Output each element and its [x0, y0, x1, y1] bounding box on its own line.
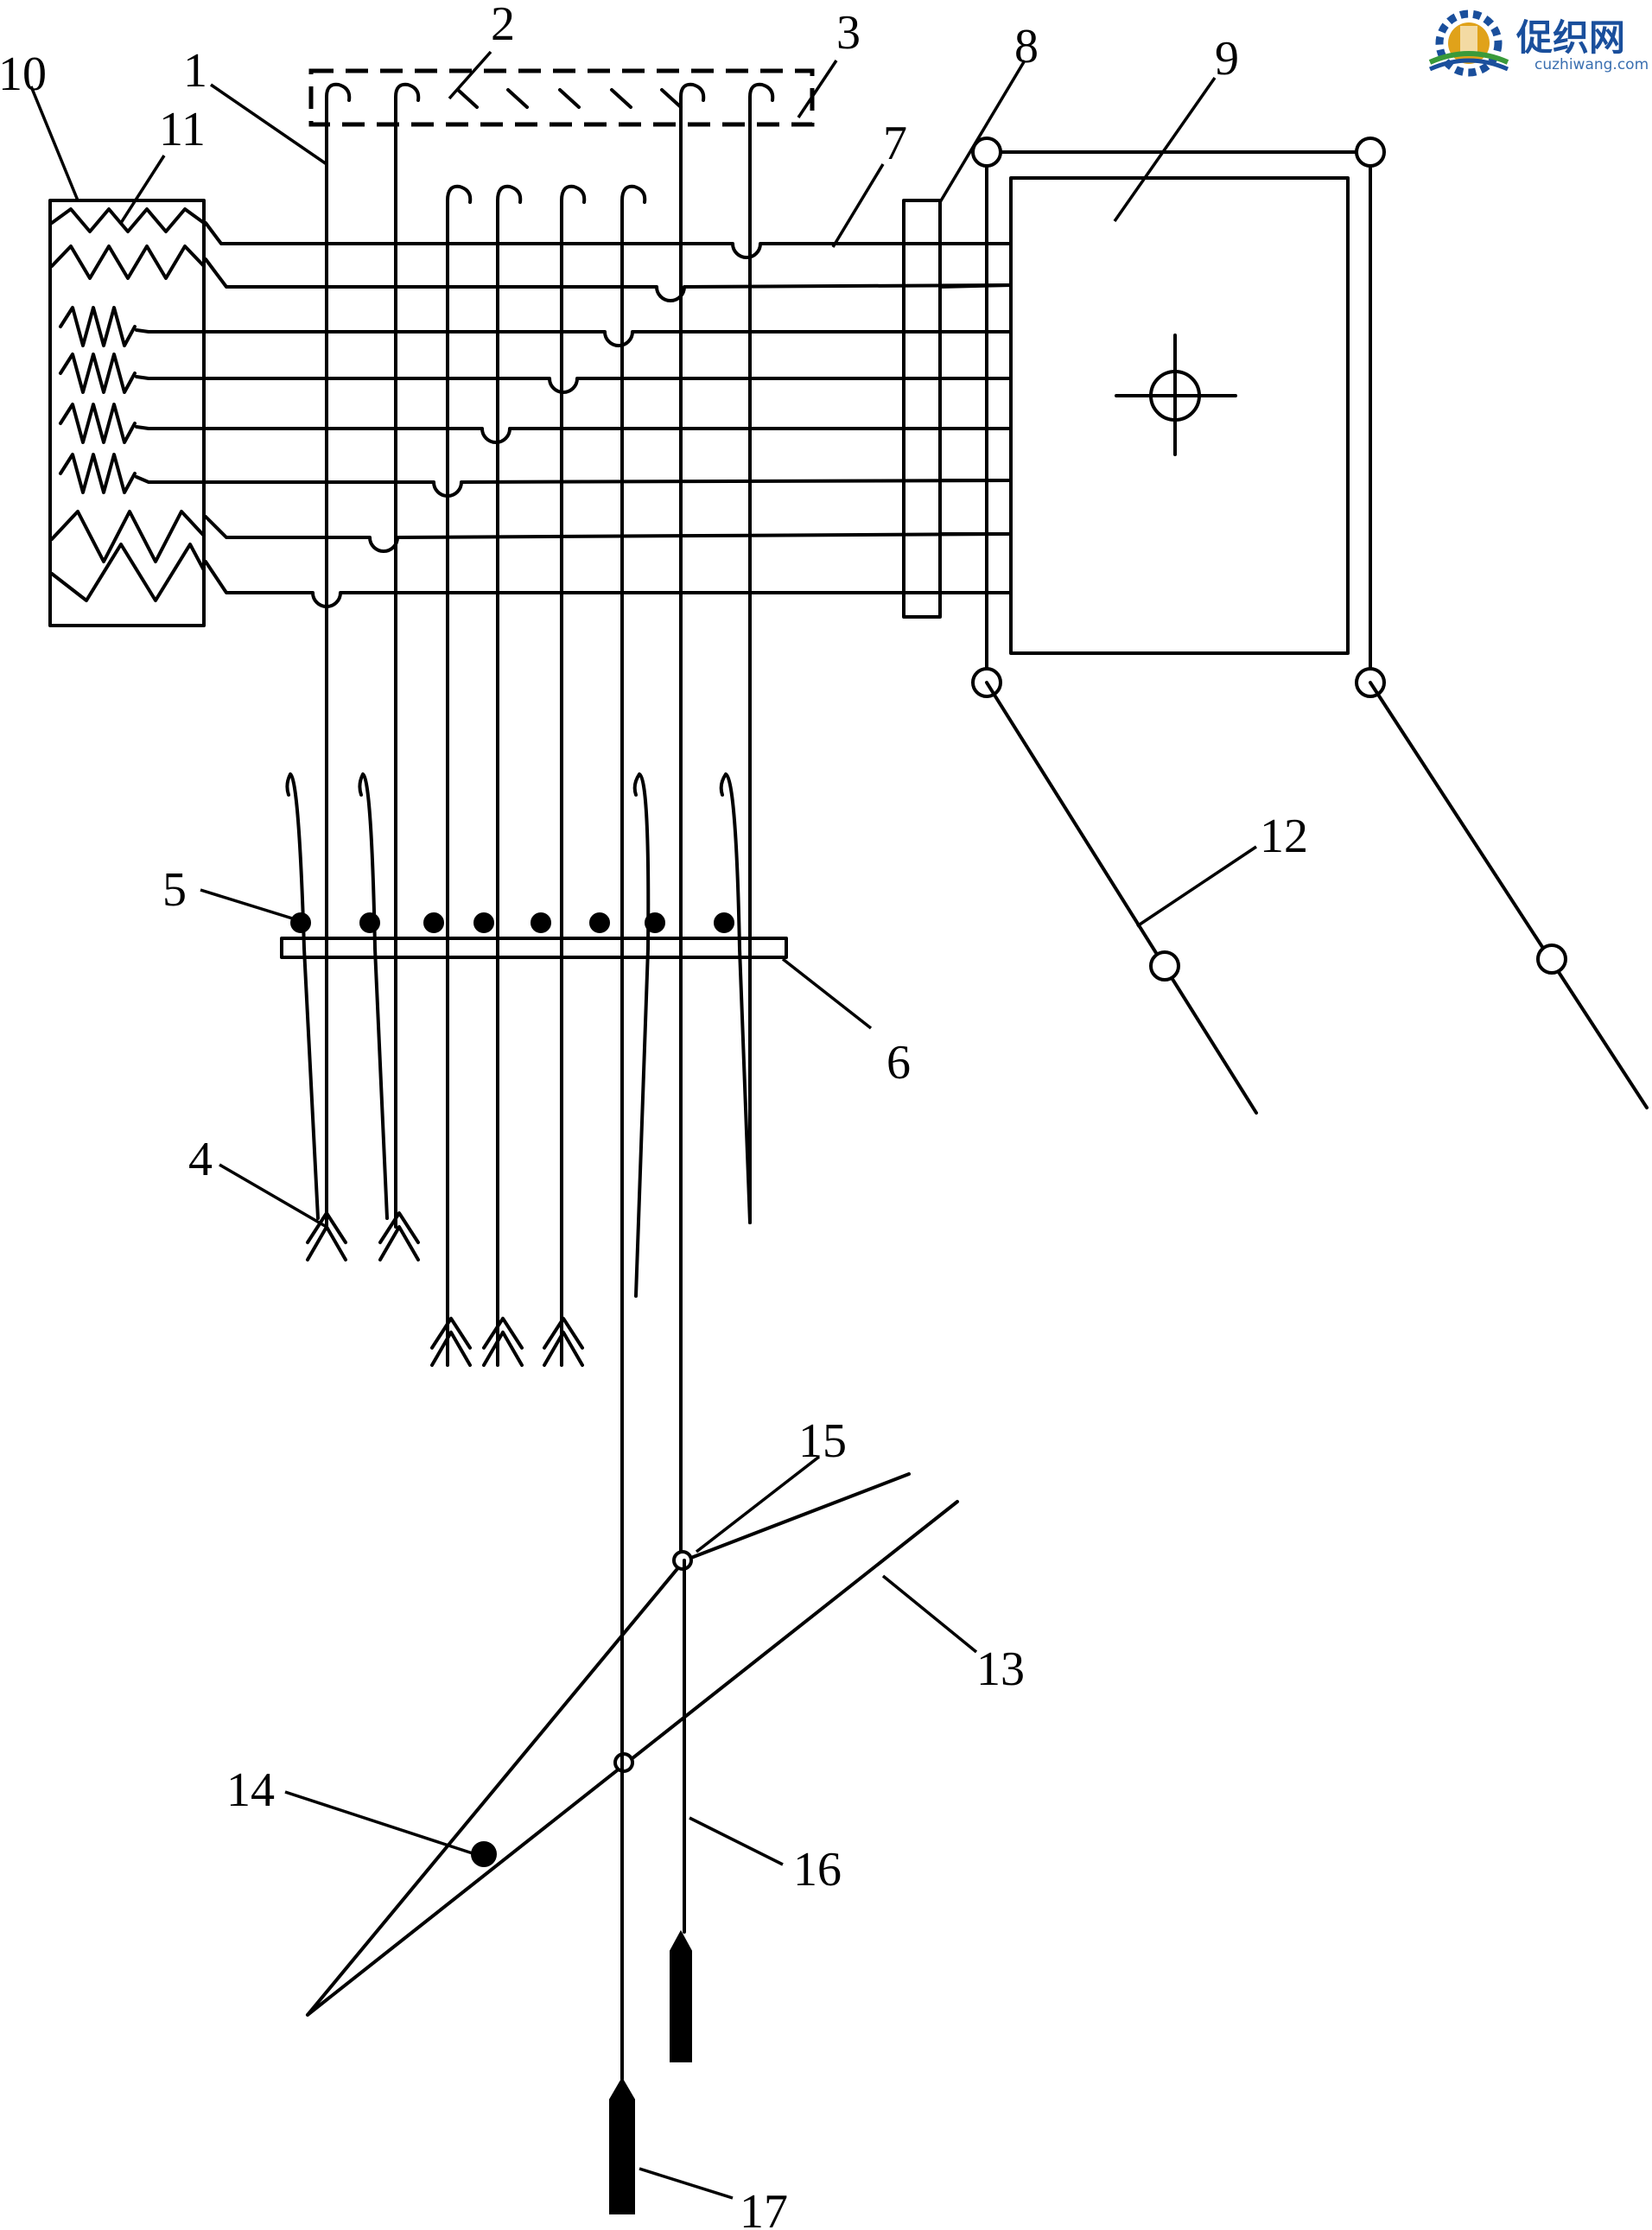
label-8: 8 [1014, 20, 1039, 73]
label-15: 15 [798, 1414, 847, 1468]
watermark-url: cuzhiwang.com [1534, 56, 1649, 73]
bottom-board [280, 937, 788, 959]
needles [135, 221, 1013, 608]
swing-links [985, 681, 1649, 1115]
label-4: 4 [188, 1133, 213, 1186]
cylinder-center-mark [1115, 334, 1237, 456]
hooks [325, 82, 775, 1561]
hook-heels [290, 912, 734, 933]
label-1: 1 [183, 44, 207, 98]
label-13: 13 [976, 1642, 1025, 1696]
pivot-joint [1355, 137, 1386, 168]
watermark-logo: 促织网 cuzhiwang.com [1428, 10, 1649, 77]
arrow-ends [306, 1211, 584, 1367]
label-12: 12 [1260, 810, 1308, 863]
lever-arms [306, 1472, 959, 2017]
label-3: 3 [836, 6, 861, 60]
part-labels: 10 11 1 2 3 8 9 7 12 5 6 4 15 13 14 16 1… [0, 0, 1308, 2230]
label-16: 16 [793, 1843, 842, 1896]
label-11: 11 [159, 103, 206, 156]
label-6: 6 [886, 1036, 911, 1090]
label-9: 9 [1215, 32, 1239, 86]
gear-icon [1428, 10, 1509, 77]
label-7: 7 [883, 117, 907, 170]
leader-lines [29, 50, 1257, 2200]
label-17: 17 [740, 2185, 788, 2230]
pivot-joint [971, 137, 1002, 168]
spring-box [48, 199, 206, 627]
needle-board [902, 199, 1013, 619]
cylinder-frame [971, 137, 1386, 698]
label-10: 10 [0, 48, 47, 101]
label-2: 2 [491, 0, 515, 51]
label-5: 5 [162, 863, 187, 917]
label-14: 14 [226, 1763, 275, 1817]
griffe-box [308, 68, 815, 127]
lifting-hooks [285, 772, 752, 1298]
springs [50, 207, 206, 602]
harness-cords [609, 1294, 692, 2214]
watermark-name: 促织网 [1515, 16, 1625, 59]
